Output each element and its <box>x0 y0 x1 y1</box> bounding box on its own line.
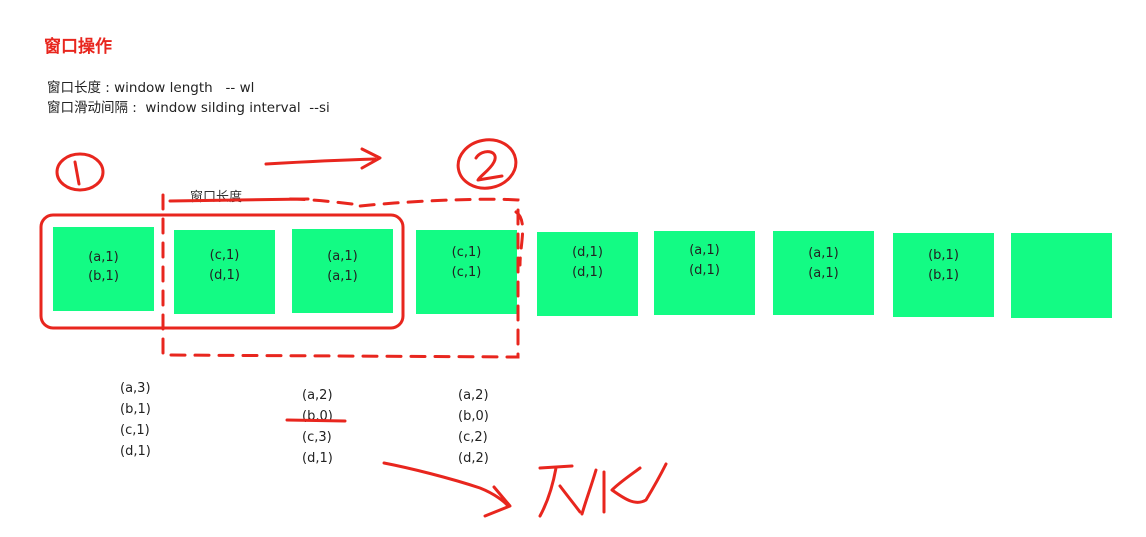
circle-1-annotation <box>55 152 105 192</box>
window-length-bar <box>168 197 310 203</box>
box-line: (a,1) <box>808 246 839 261</box>
rdd-box-2: (c,1) (d,1) <box>174 230 275 314</box>
result-item: (a,2) <box>302 388 333 403</box>
result-item: (d,2) <box>458 451 489 466</box>
result-list-3: (a,2) (b,0) (c,2) (d,2) <box>458 385 489 469</box>
box-line: (a,1) <box>689 243 720 258</box>
box-line: (a,1) <box>88 250 119 265</box>
rdd-box-6: (a,1) (d,1) <box>654 231 755 315</box>
result-item: (c,2) <box>458 430 488 445</box>
box-line: (a,1) <box>808 266 839 281</box>
result-item: (a,2) <box>458 388 489 403</box>
box-line: (d,1) <box>572 245 603 260</box>
box-line: (c,1) <box>209 248 240 263</box>
definition-sliding-interval: 窗口滑动间隔 : window silding interval --si <box>47 100 330 116</box>
box-line: (c,1) <box>451 265 482 280</box>
optimize-arrow <box>382 461 512 518</box>
result-item: (c,3) <box>302 430 332 445</box>
rdd-box-8: (b,1) (b,1) <box>893 233 994 317</box>
box-line: (b,1) <box>928 248 959 263</box>
result-list-1: (a,3) (b,1) (c,1) (d,1) <box>120 378 151 462</box>
page-title: 窗口操作 <box>44 37 112 57</box>
rdd-box-1: (a,1) (b,1) <box>53 227 154 311</box>
circle-2-annotation <box>456 138 518 190</box>
rdd-box-5: (d,1) (d,1) <box>537 232 638 316</box>
box-line: (b,1) <box>88 269 119 284</box>
box-line: (d,1) <box>209 268 240 283</box>
box-line: (d,1) <box>572 265 603 280</box>
window-1-outline <box>39 213 405 330</box>
handwritten-number-2 <box>474 150 504 182</box>
rdd-box-9 <box>1011 233 1112 318</box>
rdd-box-7: (a,1) (a,1) <box>773 231 874 315</box>
result-item: (b,0) <box>458 409 489 424</box>
handwritten-optimize-char-1 <box>538 464 582 518</box>
window-2-outline <box>161 193 520 359</box>
box-line: (c,1) <box>451 245 482 260</box>
result-item: (d,1) <box>120 444 151 459</box>
slide-arrow-top <box>264 147 382 170</box>
box-line: (b,1) <box>928 268 959 283</box>
rdd-box-3: (a,1) (a,1) <box>292 229 393 313</box>
handwritten-number-1 <box>73 160 81 186</box>
result-item: (d,1) <box>302 451 333 466</box>
window-2-arc <box>514 210 525 267</box>
box-line: (a,1) <box>327 269 358 284</box>
result-item: (b,1) <box>120 402 151 417</box>
rdd-box-4: (c,1) (c,1) <box>416 230 517 314</box>
result-item: (a,3) <box>120 381 151 396</box>
handwritten-optimize-char-2 <box>580 462 668 516</box>
box-line: (d,1) <box>689 263 720 278</box>
underline-b0 <box>285 418 347 423</box>
box-line: (a,1) <box>327 249 358 264</box>
result-item: (c,1) <box>120 423 150 438</box>
definition-window-length: 窗口长度 : window length -- wl <box>47 80 255 96</box>
